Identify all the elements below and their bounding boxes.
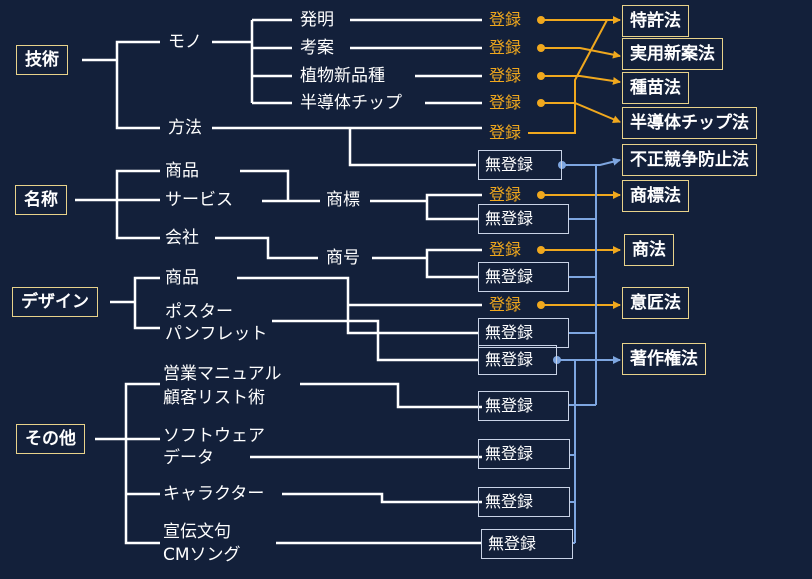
registered-label: 登録 [489,240,522,259]
item-customer-list: 顧客リスト術 [163,388,265,408]
item-character: キャラクター [163,484,265,504]
law-seed: 種苗法 [622,72,689,104]
item-cm-song: CMソング [163,545,241,565]
category-design: デザイン [12,287,98,317]
item-plant: 植物新品種 [300,66,385,86]
item-pamphlet: パンフレット [165,324,268,344]
item-invention: 発明 [300,10,334,30]
registered-label: 登録 [489,185,522,204]
law-design: 意匠法 [622,287,689,319]
registered-label: 登録 [489,38,522,57]
item-product: 商品 [165,161,199,181]
unregistered-box: 無登録 [478,439,570,469]
item-mono: モノ [168,32,202,52]
unregistered-box: 無登録 [481,529,573,559]
item-manual: 営業マニュアル [163,364,282,384]
item-slogan: 宣伝文句 [163,522,231,542]
item-data: データ [163,448,214,468]
unregistered-lines [557,157,621,544]
law-trademark: 商標法 [622,180,689,212]
item-tradename: 商号 [326,248,360,268]
unregistered-dots [553,161,566,364]
category-other: その他 [16,424,85,454]
law-semiconductor: 半導体チップ法 [622,107,757,139]
unregistered-box: 無登録 [478,391,569,421]
tree-lines [75,18,482,545]
item-poster: ポスター [165,302,233,322]
unregistered-box: 無登録 [478,262,569,292]
registered-label: 登録 [489,295,522,314]
item-chip: 半導体チップ [300,93,402,113]
registered-label: 登録 [489,93,522,112]
category-name: 名称 [15,185,67,215]
item-trademark: 商標 [326,190,360,210]
law-commercial: 商法 [624,234,674,266]
unregistered-box: 無登録 [478,150,562,180]
item-idea: 考案 [300,38,334,58]
registered-arrows [528,16,621,309]
category-tech: 技術 [16,45,68,75]
unregistered-box: 無登録 [478,487,570,517]
registered-label: 登録 [489,10,522,29]
unregistered-box: 無登録 [478,204,569,234]
item-design-product: 商品 [165,268,199,288]
law-copyright: 著作権法 [622,343,706,375]
item-company: 会社 [165,228,199,248]
unregistered-box: 無登録 [478,318,569,348]
unregistered-box: 無登録 [478,345,557,375]
registered-dots [537,16,545,309]
item-method: 方法 [168,118,202,138]
item-service: サービス [165,190,233,210]
law-patent: 特許法 [622,5,689,37]
registered-label: 登録 [489,66,522,85]
registered-label: 登録 [489,123,522,142]
law-unfair-competition: 不正競争防止法 [622,144,757,176]
item-software: ソフトウェア [163,426,265,446]
law-utility-model: 実用新案法 [622,38,723,70]
